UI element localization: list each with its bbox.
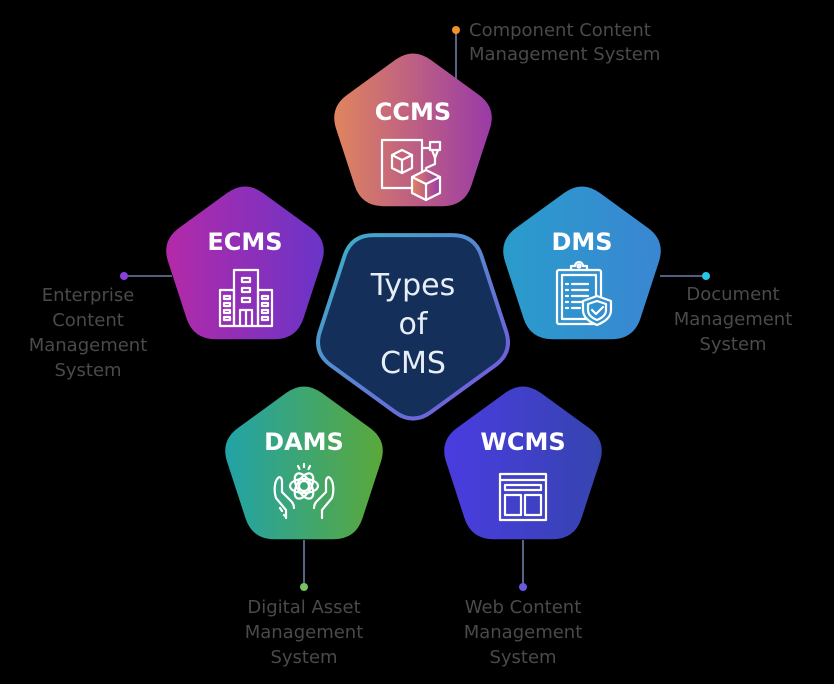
ecms-title: ECMS [207,228,282,256]
label-dms: Document Management System [674,284,793,355]
label-dms-line-3: System [699,334,766,355]
connector-ecms [120,272,172,280]
office-building-icon [218,268,274,328]
connector-dot-ecms [120,272,128,280]
3d-printer-cube-icon [380,138,442,202]
pentagon-ecms: ECMS [166,186,324,340]
center-title-line-2: of [399,307,429,342]
connector-dot-dams [300,583,308,591]
center-pentagon: Types of CMS [316,233,510,421]
label-wcms-line-1: Web Content [465,597,582,618]
label-dms-line-1: Document [686,284,779,305]
pentagon-wcms: WCMS [444,386,602,540]
label-ecms-line-4: System [54,360,121,381]
label-ecms-line-3: Management [29,335,148,356]
connector-dot-dms [702,272,710,280]
label-dams-line-3: System [270,647,337,668]
label-wcms: Web Content Management System [464,597,583,668]
wcms-title: WCMS [480,428,565,456]
pentagon-dms: DMS [503,186,661,340]
connector-dot-wcms [519,583,527,591]
center-title-line-1: Types [370,268,456,303]
connector-ccms [452,26,460,82]
connector-dot-ccms [452,26,460,34]
clipboard-shield-icon [555,260,613,327]
label-dams: Digital Asset Management System [245,597,364,668]
dams-title: DAMS [264,428,344,456]
label-ecms-line-1: Enterprise [42,285,135,306]
label-ccms: Component Content Management System [469,20,660,65]
label-ecms: Enterprise Content Management System [29,285,148,381]
label-dams-line-1: Digital Asset [247,597,360,618]
label-wcms-line-3: System [489,647,556,668]
pentagon-dams: DAMS [225,386,383,540]
label-ccms-line-1: Component Content [469,20,651,41]
ccms-title: CCMS [375,98,451,126]
web-layout-icon [498,472,548,522]
pentagon-ccms: CCMS [334,53,492,207]
label-wcms-line-2: Management [464,622,583,643]
label-ccms-line-2: Management System [469,44,660,65]
label-ecms-line-2: Content [52,310,124,331]
connector-dams [300,540,308,591]
hands-holding-asset-icon [273,462,335,520]
connector-wcms [519,540,527,591]
center-title-line-3: CMS [380,346,446,381]
label-dms-line-2: Management [674,309,793,330]
label-dams-line-2: Management [245,622,364,643]
connector-dms [660,272,710,280]
dms-title: DMS [551,228,612,256]
